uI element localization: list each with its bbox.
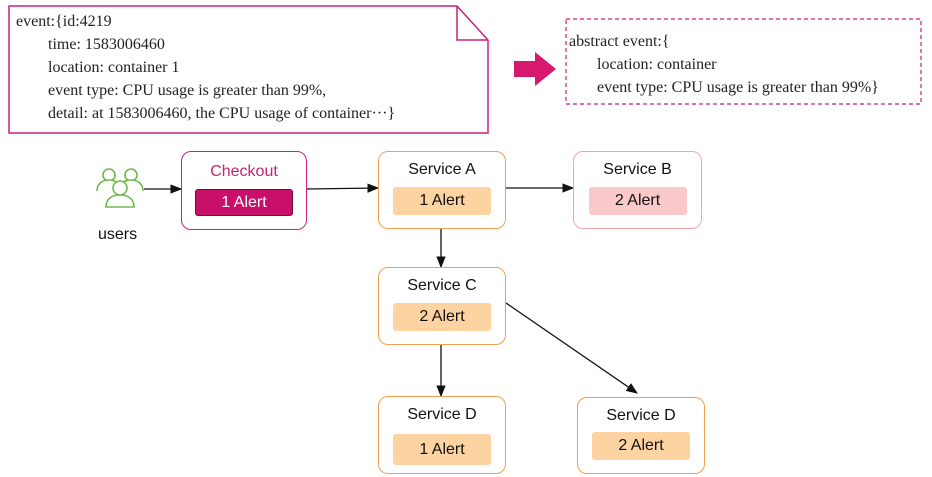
event-note-line: detail: at 1583006460, the CPU usage of …: [16, 105, 396, 122]
node-service-d2[interactable]: Service D 2 Alert: [577, 397, 705, 474]
node-title: Checkout: [210, 163, 278, 180]
alert-badge: 1 Alert: [195, 189, 293, 216]
node-checkout[interactable]: Checkout 1 Alert: [181, 151, 307, 230]
event-note-line: event type: CPU usage is greater than 99…: [16, 82, 327, 99]
users-icon: [96, 168, 144, 208]
alert-badge: 1 Alert: [393, 434, 491, 465]
transform-arrow-icon: [514, 52, 556, 86]
node-service-c[interactable]: Service C 2 Alert: [378, 267, 506, 345]
alert-badge: 2 Alert: [393, 303, 491, 331]
event-note-line: location: container 1: [16, 59, 180, 76]
node-title: Service D: [606, 407, 676, 424]
event-note-fold: [456, 6, 488, 41]
node-title: Service B: [603, 161, 672, 178]
abstract-note-line: event type: CPU usage is greater than 99…: [569, 79, 879, 96]
node-title: Service D: [407, 406, 477, 423]
node-service-a[interactable]: Service A 1 Alert: [378, 151, 506, 229]
abstract-note-line: location: container: [569, 56, 717, 73]
alert-badge: 2 Alert: [592, 432, 690, 460]
node-service-b[interactable]: Service B 2 Alert: [573, 151, 702, 229]
event-note-line: time: 1583006460: [16, 36, 165, 53]
event-note-shape: [8, 5, 489, 134]
abstract-note-line: abstract event:{: [569, 33, 670, 50]
node-title: Service C: [407, 277, 477, 294]
edge-service-c-service-d2: [505, 302, 638, 394]
node-title: Service A: [408, 161, 476, 178]
abstract-note: abstract event:{ location: container eve…: [569, 30, 920, 99]
event-note-line: event:{id:4219: [16, 13, 112, 30]
users-label: users: [98, 226, 138, 243]
node-service-d1[interactable]: Service D 1 Alert: [378, 396, 506, 474]
alert-badge: 1 Alert: [393, 187, 491, 215]
abstract-note-box: [565, 18, 922, 105]
alert-badge: 2 Alert: [588, 187, 687, 215]
event-note: event:{id:4219 time: 1583006460 location…: [16, 10, 395, 125]
edge-checkout-service-a: [305, 183, 380, 193]
